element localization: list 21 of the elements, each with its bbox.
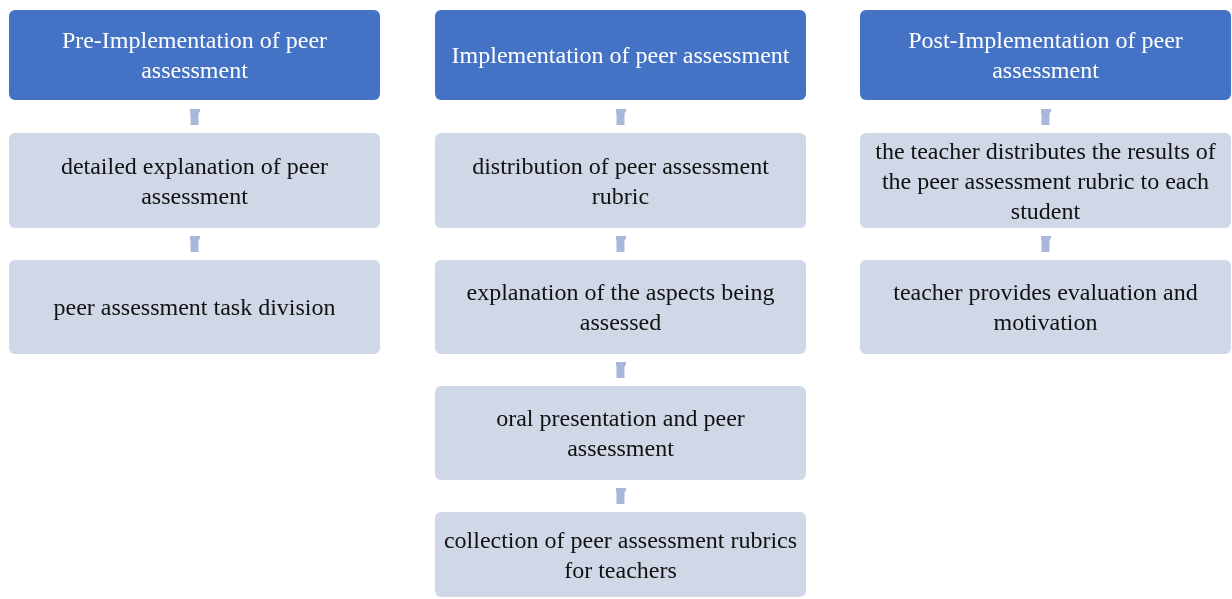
phase-header-box bbox=[435, 10, 806, 100]
step-text: oral presentation and peer assessment bbox=[495, 404, 746, 463]
phase-title: Post-Implementation of peer assessment bbox=[907, 26, 1184, 85]
phase-header-box bbox=[860, 10, 1231, 100]
step-text: explanation of the aspects being assessed bbox=[465, 278, 776, 337]
step-box bbox=[9, 133, 380, 228]
step-text: teacher provides evaluation and motivation bbox=[892, 278, 1199, 337]
step-box bbox=[435, 512, 806, 597]
phase-header-box bbox=[9, 10, 380, 100]
step-box bbox=[435, 260, 806, 354]
step-text: collection of peer assessment rubrics for teachers bbox=[443, 525, 798, 585]
step-text: distribution of peer assessment rubric bbox=[471, 151, 770, 211]
step-box bbox=[9, 260, 380, 354]
step-text: the teacher distributes the results of the peer assessment rubric to each student bbox=[874, 136, 1217, 226]
step-text: peer assessment task division bbox=[53, 293, 336, 322]
phase-title: Pre-Implementation of peer assessment bbox=[60, 26, 329, 85]
step-box bbox=[860, 260, 1231, 354]
step-box bbox=[435, 386, 806, 480]
phase-title: Implementation of peer assessment bbox=[451, 41, 790, 70]
step-text: detailed explanation of peer assessment bbox=[59, 151, 330, 211]
step-box bbox=[435, 133, 806, 228]
